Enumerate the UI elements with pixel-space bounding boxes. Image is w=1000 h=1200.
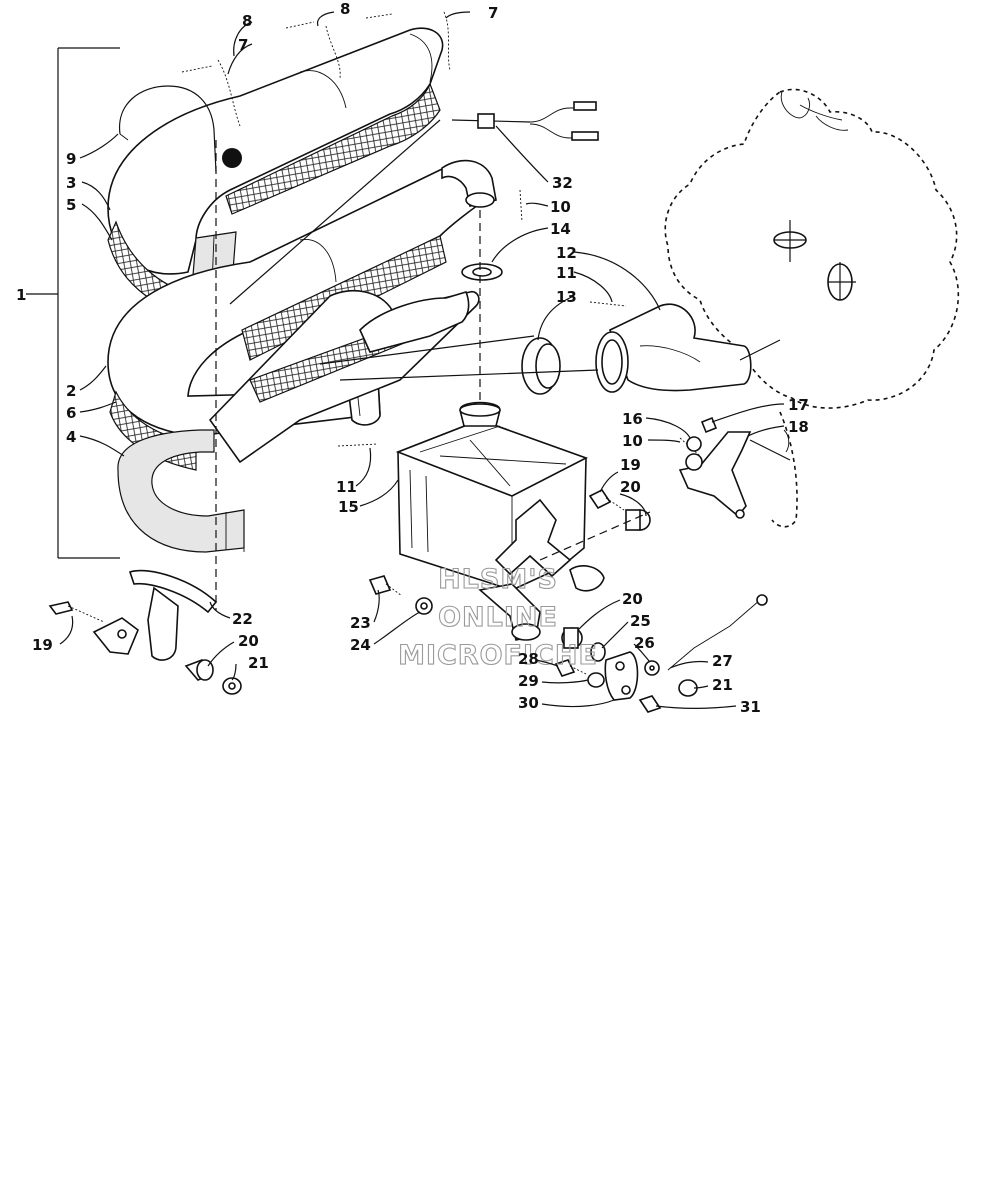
callout-19-right: 19 — [620, 456, 641, 474]
callout-24: 24 — [350, 636, 371, 654]
callout-17: 17 — [788, 396, 809, 414]
callout-12: 12 — [556, 244, 577, 262]
callout-14: 14 — [550, 220, 571, 238]
callout-4: 4 — [66, 428, 76, 446]
callout-13: 13 — [556, 288, 577, 306]
callout-7-right: 7 — [488, 4, 498, 22]
callout-8-left: 8 — [242, 12, 252, 30]
watermark-line-1: HLSM'S — [438, 564, 558, 595]
callout-28: 28 — [518, 650, 539, 668]
callout-2: 2 — [66, 382, 76, 400]
bracket-18 — [678, 431, 791, 519]
callout-27: 27 — [712, 652, 733, 670]
callout-26: 26 — [634, 634, 655, 652]
muffler-box — [395, 401, 605, 641]
callout-5: 5 — [66, 196, 76, 214]
engine-outline — [664, 88, 960, 528]
callout-21-left: 21 — [248, 654, 269, 672]
callout-1: 1 — [16, 286, 26, 304]
exhaust-coupler — [461, 192, 752, 395]
callout-6: 6 — [66, 404, 76, 422]
temp-sensor-32 — [451, 101, 599, 141]
callout-30: 30 — [518, 694, 539, 712]
assembly-bracket-1 — [26, 47, 120, 559]
callout-3: 3 — [66, 174, 76, 192]
callout-7-left: 7 — [238, 36, 248, 54]
callout-21-right: 21 — [712, 676, 733, 694]
callout-22: 22 — [232, 610, 253, 628]
callout-29: 29 — [518, 672, 539, 690]
callout-25: 25 — [630, 612, 651, 630]
alignment-lines — [215, 119, 781, 610]
callout-10-upper: 10 — [550, 198, 571, 216]
callout-16: 16 — [622, 410, 643, 428]
callout-18: 18 — [788, 418, 809, 436]
callout-15: 15 — [338, 498, 359, 516]
engine-stud-lower — [827, 262, 856, 301]
callout-labels: 1 2 3 4 5 6 7 7 8 8 9 10 10 11 11 12 13 … — [16, 0, 809, 716]
callout-11-lower: 11 — [336, 478, 357, 496]
callout-20-left: 20 — [238, 632, 259, 650]
watermark: HLSM'S ONLINE MICROFICHE — [398, 563, 598, 671]
callout-leaders — [59, 11, 785, 709]
callout-8-right: 8 — [340, 0, 350, 18]
callout-23: 23 — [350, 614, 371, 632]
callout-20-right: 20 — [620, 478, 641, 496]
callout-31: 31 — [740, 698, 761, 716]
callout-32: 32 — [552, 174, 573, 192]
callout-10-lower: 10 — [622, 432, 643, 450]
callout-19-left: 19 — [32, 636, 53, 654]
fasteners — [368, 416, 768, 713]
callout-9: 9 — [66, 150, 76, 168]
engine-stud-upper — [773, 220, 807, 262]
upper-heat-shield — [359, 291, 470, 353]
lower-hanger — [48, 569, 242, 695]
callout-20-center: 20 — [622, 590, 643, 608]
springs — [119, 11, 701, 457]
watermark-line-2: ONLINE — [438, 602, 558, 633]
watermark-line-3: MICROFICHE — [398, 640, 598, 671]
callout-11-upper: 11 — [556, 264, 577, 282]
